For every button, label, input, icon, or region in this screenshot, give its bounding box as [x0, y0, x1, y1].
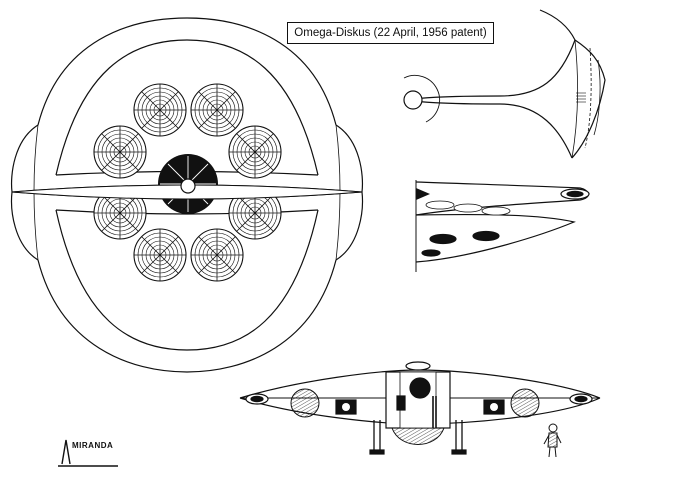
signature-text: MIRANDA — [72, 441, 114, 450]
human-scale-figure — [543, 423, 562, 458]
central-hub — [11, 154, 363, 214]
drawing-title: Omega-Diskus (22 April, 1956 patent) — [287, 22, 494, 44]
front-elevation-view — [239, 361, 601, 455]
rotor-side-view — [403, 9, 606, 159]
artist-signature: MIRANDA — [56, 432, 118, 466]
signature-mark — [58, 439, 118, 467]
wing-section-view — [415, 180, 590, 272]
drawing-title-text: Omega-Diskus (22 April, 1956 patent) — [294, 27, 487, 39]
